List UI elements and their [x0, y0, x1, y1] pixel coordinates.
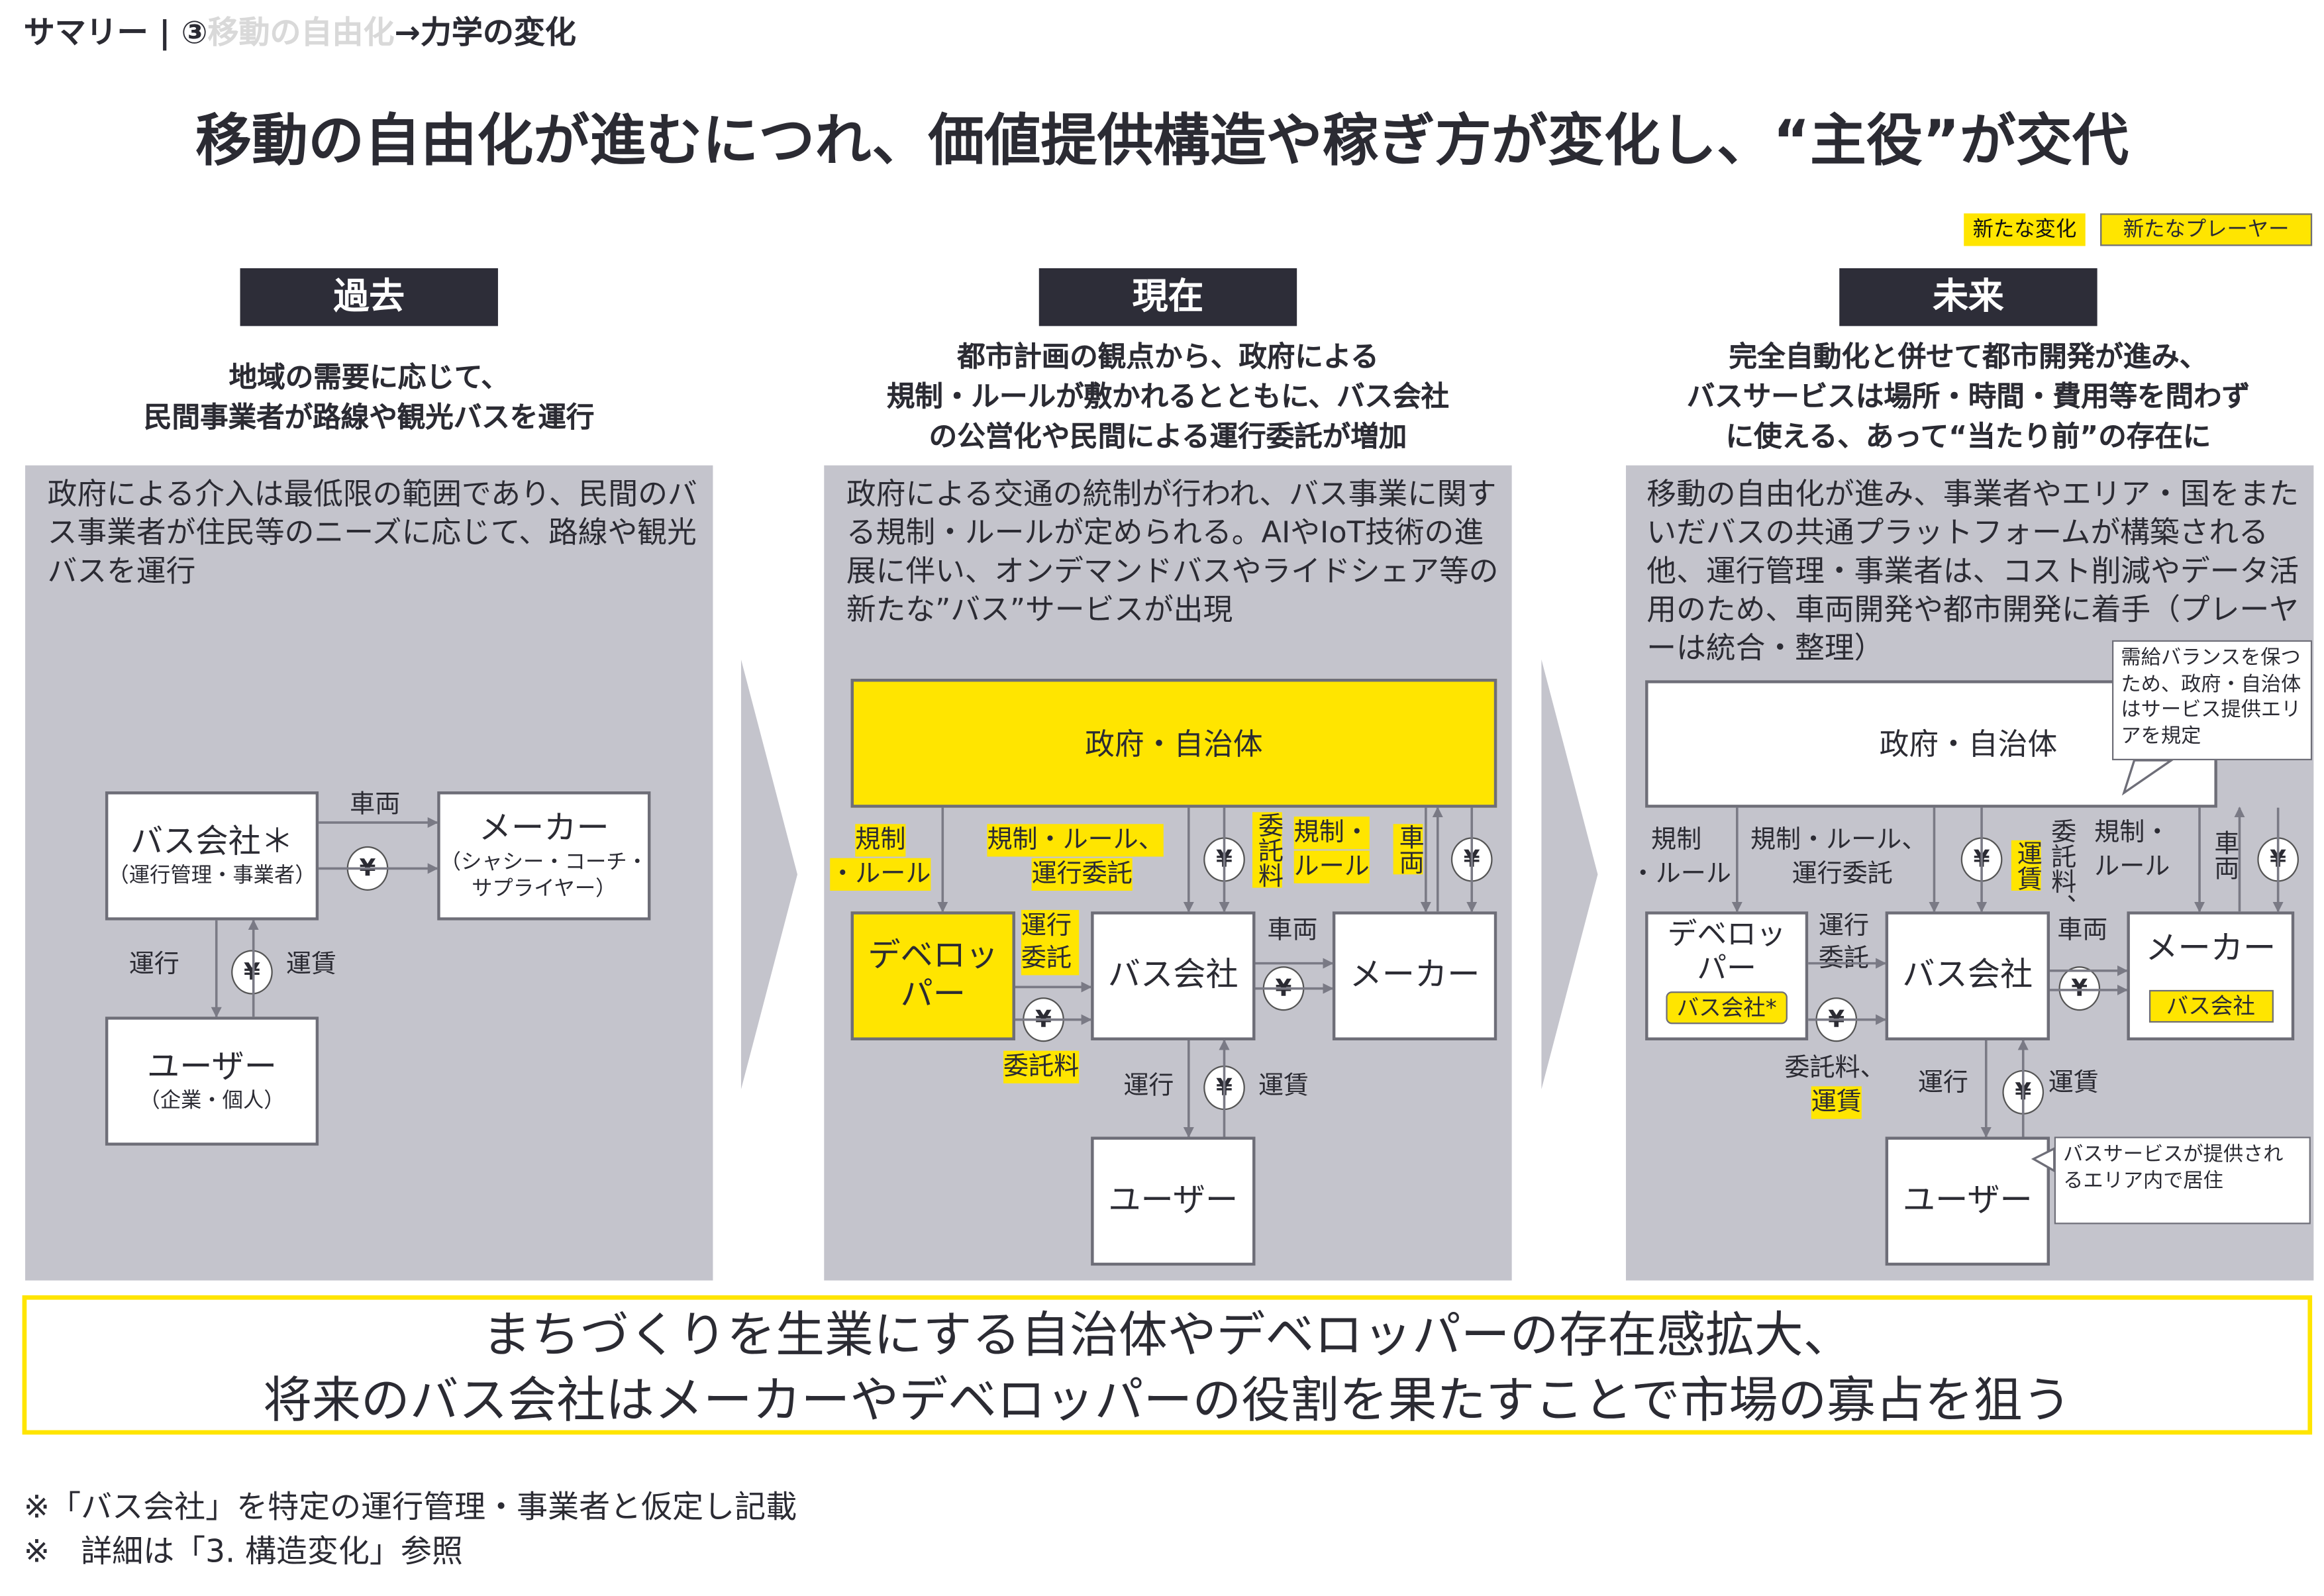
label-regulation-consign: 規制・ルール、 [1750, 825, 1927, 856]
present-subtitle: 都市計画の観点から、政府による規制・ルールが敷かれるとともに、バス会社の公営化や… [783, 338, 1554, 458]
box-label: デベロッパー [868, 937, 999, 1013]
label-regulation: 規制・ [1293, 817, 1370, 850]
chevron-right-icon [1541, 659, 1598, 1089]
label-operation: 運行 [1123, 1072, 1174, 1101]
label-vehicle-vertical: 車両 [2208, 830, 2239, 881]
future-description: 移動の自由化が進み、事業者やエリア・国をまたいだバスの共通プラットフォームが構築… [1646, 475, 2299, 666]
past-header: 過去 [240, 268, 498, 326]
label-vehicle: 車両 [2057, 916, 2108, 946]
future-developer: デベロッパーバス会社* [1645, 911, 1809, 1041]
past-user: ユーザー（企業・個人） [105, 1017, 319, 1146]
footnote: ※「バス会社」を特定の運行管理・事業者と仮定し記載 [23, 1489, 797, 1525]
yen-icon: ¥ [231, 950, 273, 995]
box-label: メーカー [478, 810, 609, 847]
box-label: 政府・自治体 [1085, 725, 1263, 762]
past-subtitle: 地域の需要に応じて、民間事業者が路線や観光バスを運行 [0, 359, 754, 439]
label-rule: ルール [1293, 850, 1370, 883]
chevron-right-icon [740, 659, 797, 1089]
past-description: 政府による介入は最低限の範囲であり、民間のバス事業者が住民等のニーズに応じて、路… [47, 475, 697, 589]
breadcrumb-prefix: サマリー | ③ [23, 15, 208, 51]
legend-new-change: 新たな変化 [1964, 213, 2086, 246]
box-label: バス会社 [1902, 956, 2033, 994]
box-label: メーカー [2145, 930, 2276, 968]
box-label: ユーザー [1902, 1181, 2033, 1219]
present-description: 政府による交通の統制が行われ、バス事業に関する規制・ルールが定められる。AIやI… [846, 475, 1499, 627]
past-bus-company: バス会社＊（運行管理・事業者） [105, 791, 319, 921]
subtitle-line: バスサービスは場所・時間・費用等を問わず [1686, 381, 2250, 414]
future-header: 未来 [1839, 268, 2097, 326]
future-maker: メーカーバス会社 [2127, 911, 2295, 1041]
box-sublabel: （企業・個人） [139, 1088, 285, 1113]
future-bus-company: バス会社 [1885, 911, 2050, 1041]
label-fare: 運賃 [1258, 1072, 1309, 1101]
box-label: バス会社＊ [130, 823, 294, 861]
callout-tail [2031, 1146, 2056, 1173]
conclusion-box: まちづくりを生業にする自治体やデベロッパーの存在感拡大、将来のバス会社はメーカー… [22, 1295, 2313, 1435]
label-fare-vertical: 運賃 [2011, 840, 2041, 891]
label-consign: 運行委託 [1031, 858, 1133, 891]
label-fee-vertical: 委託料 [1252, 812, 1282, 888]
label-regulation: 規制・ [2094, 818, 2170, 848]
present-maker: メーカー [1332, 911, 1497, 1041]
box-sublabel: （運行管理・事業者） [108, 863, 316, 887]
legend-new-player: 新たなプレーヤー [2100, 213, 2313, 246]
subtitle-line: 民間事業者が路線や観光バスを運行 [144, 401, 595, 434]
box-sublabel: （シャシー・コーチ・サプライヤー） [440, 850, 648, 901]
yen-icon: ¥ [2058, 966, 2101, 1011]
label-fee: 委託料、 [1784, 1054, 1886, 1083]
label-regulation: 規制 [1651, 825, 1702, 856]
label-consign: 運行委託 [1021, 910, 1080, 975]
label-fare: 運賃 [285, 950, 337, 980]
present-developer: デベロッパー [850, 911, 1015, 1041]
subtitle-line: の公営化や民間による運行委託が増加 [929, 421, 1407, 454]
breadcrumb-current: →力学の変化 [394, 15, 576, 51]
box-label: ユーザー [1108, 1181, 1238, 1219]
label-fare: 運賃 [2048, 1068, 2099, 1099]
present-bus-company: バス会社 [1091, 911, 1256, 1041]
subtitle-line: 地域の需要に応じて、 [228, 362, 509, 395]
label-operation: 運行 [128, 950, 179, 980]
subtitle-line: に使える、あって“当たり前”の存在に [1725, 421, 2211, 454]
future-subtitle: 完全自動化と併せて都市開発が進み、バスサービスは場所・時間・費用等を問わずに使え… [1583, 338, 2324, 458]
present-user: ユーザー [1091, 1136, 1256, 1266]
label-regulation-consign: 規制・ルール、 [987, 824, 1164, 857]
label-vehicle: 車両 [1267, 916, 1318, 946]
present-header: 現在 [1038, 268, 1297, 326]
label-rule: ルール [2094, 852, 2170, 882]
footnote: ※ 詳細は「3. 構造変化」参照 [23, 1534, 463, 1570]
box-label: 政府・自治体 [1879, 726, 2058, 762]
label-vehicle-vertical: 車両 [1393, 824, 1423, 875]
past-maker: メーカー（シャシー・コーチ・サプライヤー） [437, 791, 651, 921]
callout-user: バスサービスが提供されるエリア内で居住 [2054, 1136, 2311, 1224]
label-fare-highlight: 運賃 [1811, 1086, 1862, 1119]
box-label: デベロッパー [1667, 916, 1786, 986]
label-consign: 運行委託 [1792, 859, 1893, 889]
label-regulation: 規制 [855, 824, 906, 857]
callout-government: 需給バランスを保つため、政府・自治体はサービス提供エリアを規定 [2112, 640, 2313, 761]
label-vehicle: 車両 [350, 789, 401, 820]
subtitle-line: 完全自動化と併せて都市開発が進み、 [1729, 340, 2208, 374]
label-fee-vertical: 委託料、 [2045, 818, 2076, 919]
conclusion-line: まちづくりを生業にする自治体やデベロッパーの存在感拡大、 [482, 1305, 1852, 1364]
box-label: バス会社 [1107, 956, 1238, 994]
future-user: ユーザー [1885, 1136, 2050, 1266]
subtitle-line: 規制・ルールが敷かれるとともに、バス会社 [886, 381, 1450, 414]
breadcrumb-dim: 移動の自由化 [207, 15, 395, 51]
label-fee: 委託料 [1003, 1050, 1080, 1083]
subtitle-line: 都市計画の観点から、政府による [957, 340, 1379, 374]
label-rule: ・ルール [1630, 859, 1731, 889]
box-label: ユーザー [147, 1048, 277, 1086]
page-title: 移動の自由化が進むにつれ、価値提供構造や稼ぎ方が変化し、“主役”が交代 [195, 108, 2129, 174]
conclusion-line: 将来のバス会社はメーカーやデベロッパーの役割を果たすことで市場の寡占を狙う [263, 1371, 2072, 1429]
label-consign: 運行委託 [1818, 911, 1869, 974]
label-rule: ・ルール [830, 858, 931, 891]
new-player-badge: バス会社* [1666, 991, 1788, 1024]
callout-tail [2121, 759, 2175, 796]
breadcrumb: サマリー | ③移動の自由化→力学の変化 [24, 9, 576, 53]
label-operation: 運行 [1917, 1068, 1968, 1099]
present-government: 政府・自治体 [850, 678, 1497, 808]
box-label: メーカー [1349, 956, 1480, 994]
new-player-badge: バス会社 [2148, 989, 2273, 1022]
